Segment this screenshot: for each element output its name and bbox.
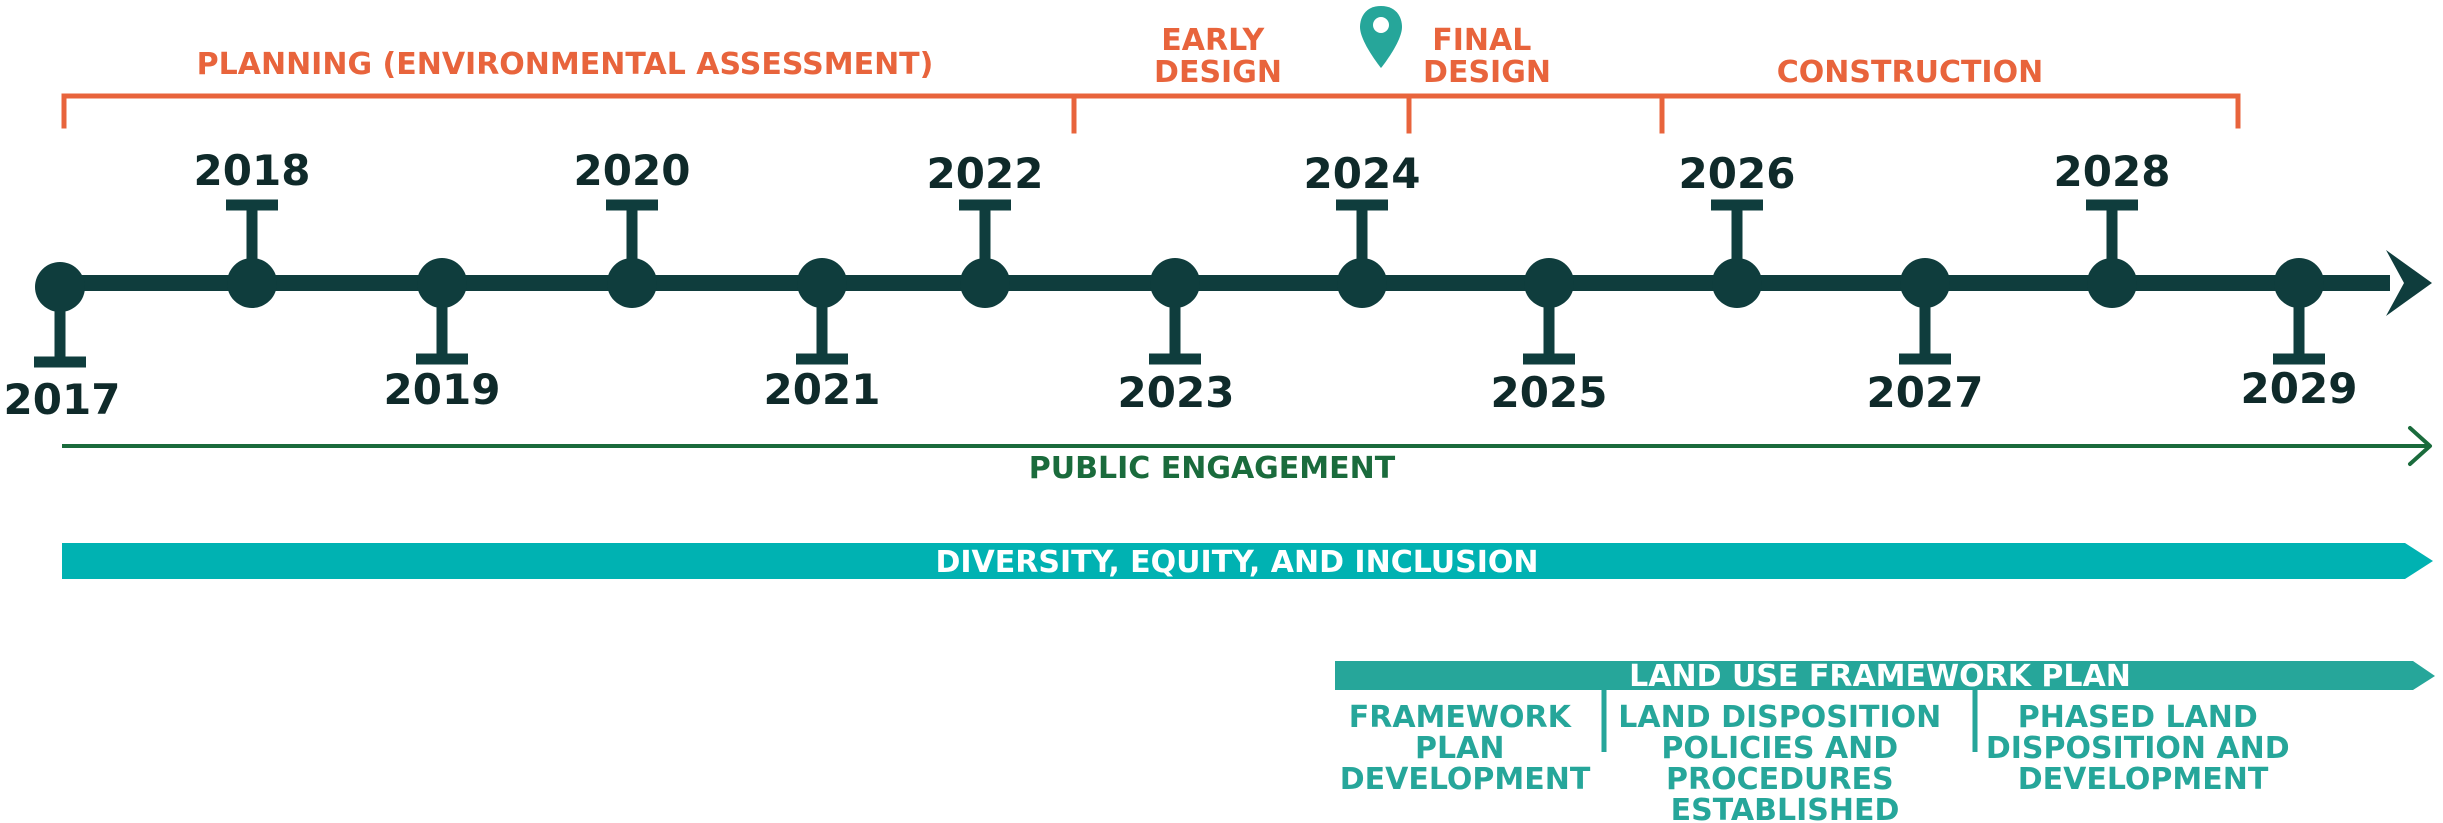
- year-2022: 2022: [927, 149, 1044, 308]
- year-label-2028: 2028: [2054, 147, 2171, 196]
- dei-band: [62, 543, 2433, 579]
- year-label-2027: 2027: [1867, 368, 1984, 417]
- public-engagement-label: PUBLIC ENGAGEMENT: [1029, 451, 1396, 486]
- timeline-axis: [60, 250, 2432, 316]
- year-label-2018: 2018: [194, 146, 311, 195]
- year-label-2025: 2025: [1491, 368, 1608, 417]
- year-label-2026: 2026: [1679, 149, 1796, 198]
- dei-label: DIVERSITY, EQUITY, AND INCLUSION: [935, 545, 1538, 580]
- year-label-2023: 2023: [1118, 368, 1235, 417]
- subphase-phased-land-disposition: PHASED LAND DISPOSITION AND DEVELOPMENT: [1986, 700, 2300, 797]
- year-label-2029: 2029: [2241, 364, 2358, 413]
- land-use-title: LAND USE FRAMEWORK PLAN: [1629, 659, 2131, 694]
- phase-label-early-design: EARLY DESIGN: [1154, 23, 1282, 90]
- year-2021: 2021: [764, 258, 881, 414]
- year-2027: 2027: [1867, 258, 1984, 417]
- year-label-2022: 2022: [927, 149, 1044, 198]
- phase-label-construction: CONSTRUCTION: [1777, 55, 2043, 90]
- map-pin-icon: [1360, 6, 1402, 68]
- phase-bracket: [61, 93, 2241, 134]
- year-2025: 2025: [1491, 258, 1608, 417]
- phase-label-final-design: FINAL DESIGN: [1423, 23, 1551, 90]
- year-2023: 2023: [1118, 258, 1235, 417]
- year-2019: 2019: [384, 258, 501, 414]
- year-label-2021: 2021: [764, 365, 881, 414]
- year-label-2024: 2024: [1304, 149, 1421, 198]
- year-2026: 2026: [1679, 149, 1796, 308]
- year-2020: 2020: [574, 146, 691, 308]
- year-2029: 2029: [2241, 258, 2358, 413]
- year-2018: 2018: [194, 146, 311, 308]
- year-label-2020: 2020: [574, 146, 691, 195]
- phase-label-planning: PLANNING (ENVIRONMENTAL ASSESSMENT): [197, 47, 934, 82]
- subphase-dividers: [1601, 690, 1978, 752]
- subphase-framework-plan-development: FRAMEWORK PLAN DEVELOPMENT: [1340, 700, 1591, 797]
- year-2017: 2017: [4, 262, 121, 424]
- subphase-land-disposition-policies: LAND DISPOSITION POLICIES AND PROCEDURES…: [1618, 700, 1951, 823]
- public-engagement-track: [62, 426, 2432, 466]
- year-label-2017: 2017: [4, 375, 121, 424]
- year-2028: 2028: [2054, 147, 2171, 308]
- year-2024: 2024: [1304, 149, 1421, 308]
- year-label-2019: 2019: [384, 365, 501, 414]
- land-use-band: [1335, 661, 2435, 690]
